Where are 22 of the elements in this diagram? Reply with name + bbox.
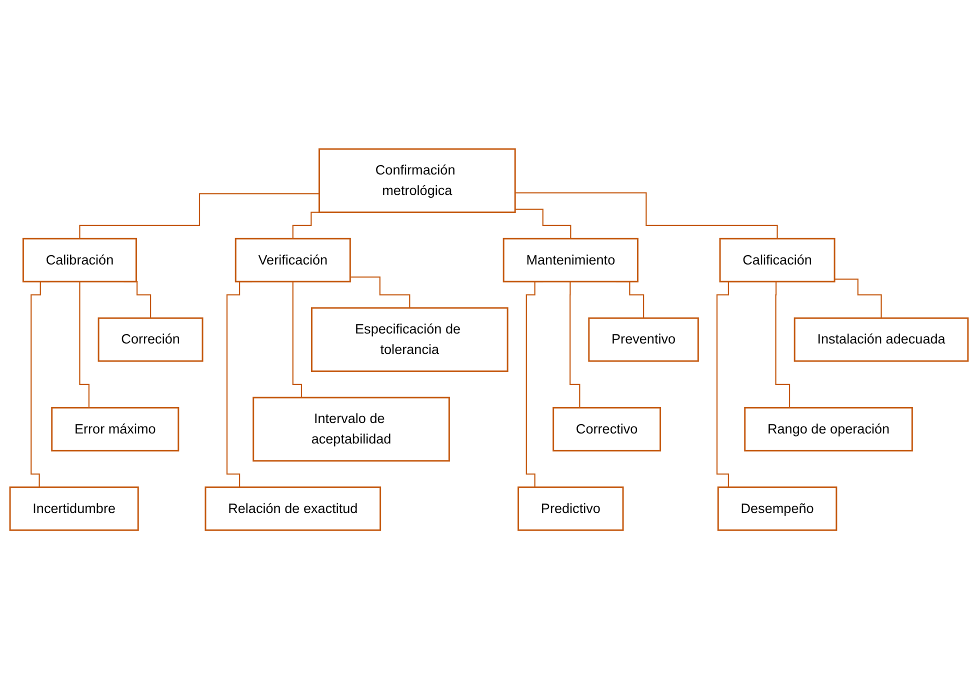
node-box: Instalación adecuada bbox=[794, 317, 969, 362]
connector bbox=[515, 192, 778, 240]
node-box: Predictivo bbox=[518, 486, 624, 531]
connector bbox=[515, 208, 572, 240]
node-box: Error máximo bbox=[51, 406, 180, 452]
node-box: Incertidumbre bbox=[9, 486, 139, 531]
node-box: Calificación bbox=[719, 238, 836, 282]
node-box: Relación de exactitud bbox=[204, 486, 382, 531]
node-box: Intervalo de aceptabilidad bbox=[252, 396, 450, 462]
node-box: Rango de operación bbox=[744, 406, 913, 452]
node-box: Correción bbox=[98, 317, 204, 362]
node-box: Verificación bbox=[234, 238, 351, 282]
connector bbox=[834, 278, 882, 319]
node-box: Calibración bbox=[22, 238, 137, 282]
node-box: Mantenimiento bbox=[502, 238, 638, 282]
node-box: Confirmación metrológica bbox=[318, 148, 516, 213]
node-box: Correctivo bbox=[552, 406, 662, 452]
connector bbox=[79, 193, 320, 240]
node-box: Preventivo bbox=[588, 317, 699, 362]
connector bbox=[350, 276, 410, 308]
node-box: Desempeño bbox=[717, 486, 838, 531]
node-box: Especificación de tolerancia bbox=[310, 307, 508, 372]
